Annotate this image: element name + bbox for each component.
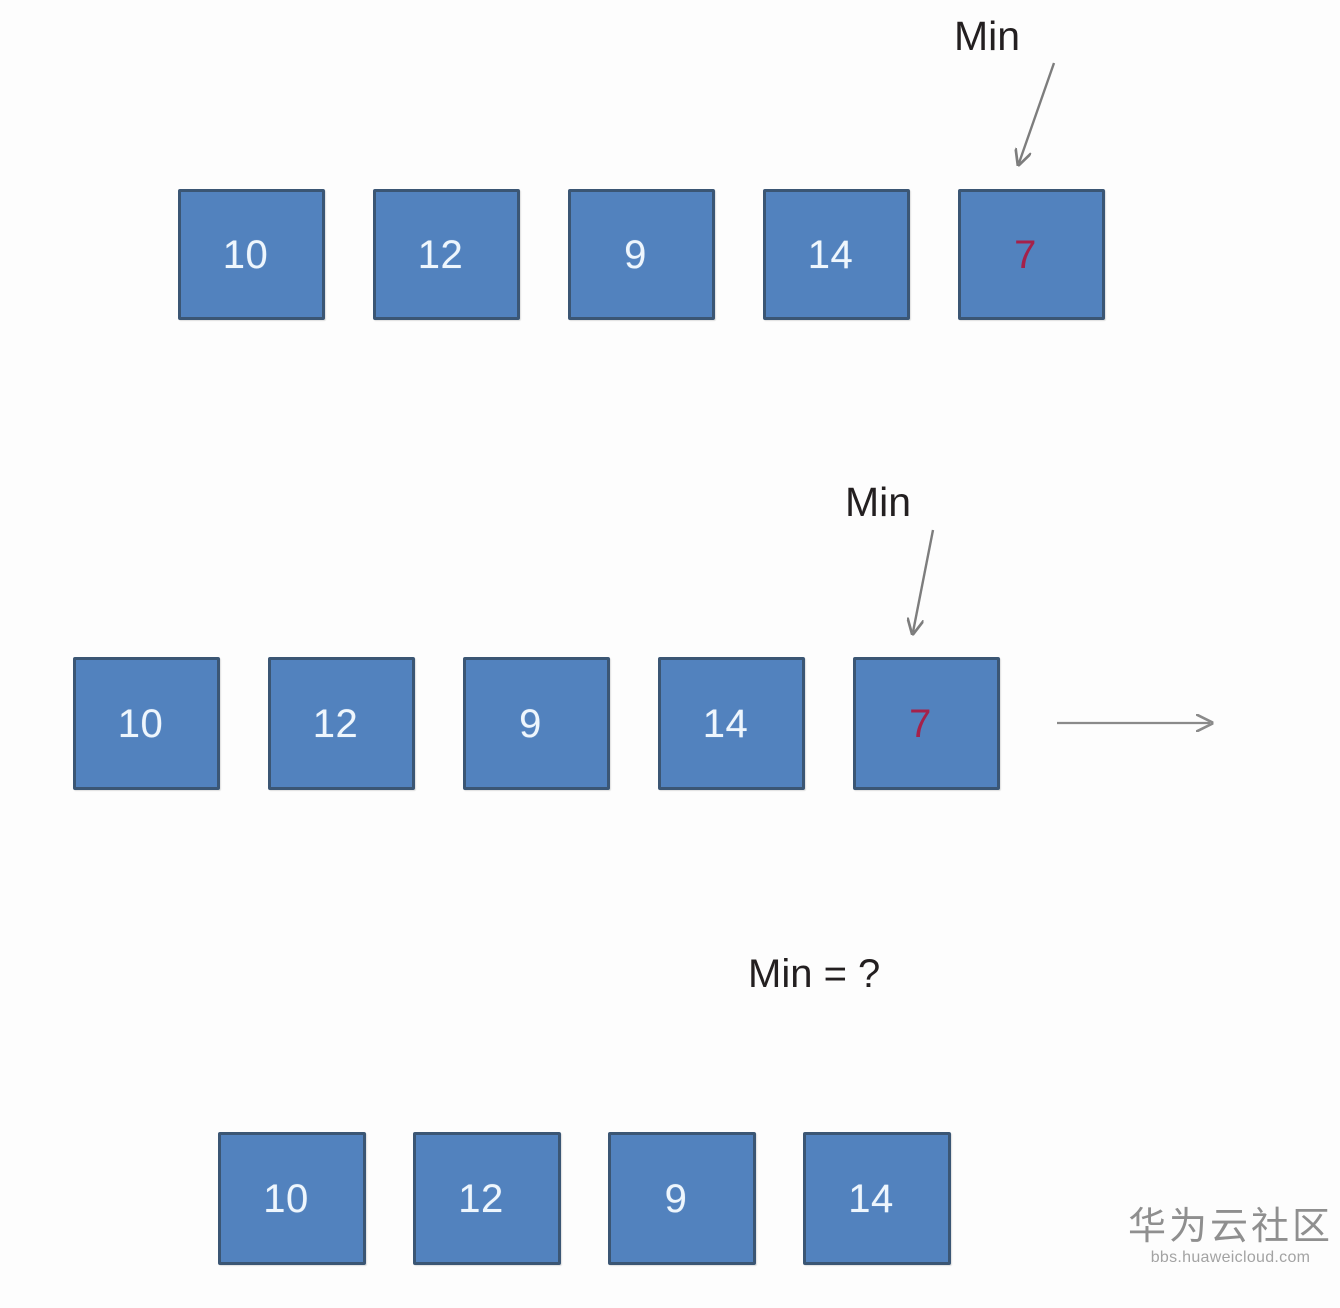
- array-cell[interactable]: 9: [608, 1132, 756, 1265]
- min-label-stage-2: Min: [845, 479, 912, 525]
- array-cell[interactable]: 9: [463, 657, 610, 790]
- cell-value: 12: [312, 701, 359, 746]
- array-cell[interactable]: 10: [178, 189, 325, 320]
- array-cell[interactable]: 10: [73, 657, 220, 790]
- cell-value: 10: [117, 701, 164, 746]
- cell-value: 14: [702, 701, 749, 746]
- min-question-label: Min = ?: [748, 952, 881, 996]
- cell-value: 10: [222, 232, 269, 277]
- array-cell-min[interactable]: 7: [853, 657, 1000, 790]
- cell-value: 10: [263, 1176, 309, 1221]
- cell-value-min: 7: [909, 701, 932, 746]
- array-cell[interactable]: 12: [413, 1132, 561, 1265]
- array-cell[interactable]: 14: [763, 189, 910, 320]
- array-cell-min[interactable]: 7: [958, 189, 1105, 320]
- array-row-stage-3: 10 12 9 14: [218, 1132, 951, 1265]
- array-cell[interactable]: 14: [803, 1132, 951, 1265]
- cell-value: 9: [519, 701, 542, 746]
- cell-value-min: 7: [1014, 232, 1037, 277]
- right-arrow-icon-flow: [1057, 700, 1230, 745]
- watermark: 华为云社区 bbs.huaweicloud.com: [1128, 1206, 1334, 1269]
- array-cell[interactable]: 12: [373, 189, 520, 320]
- watermark-url: bbs.huaweicloud.com: [1150, 1248, 1311, 1266]
- cell-value: 14: [807, 232, 854, 277]
- down-arrow-icon-stage-1: [990, 62, 1056, 180]
- cell-value: 12: [458, 1176, 504, 1221]
- array-cell[interactable]: 14: [658, 657, 805, 790]
- array-cell[interactable]: 10: [218, 1132, 366, 1265]
- cell-value: 9: [664, 1176, 688, 1221]
- array-cell[interactable]: 12: [268, 657, 415, 790]
- min-label-stage-1: Min: [954, 13, 1021, 59]
- cell-value: 12: [417, 232, 464, 277]
- down-arrow-icon-stage-2: [880, 529, 935, 647]
- cell-value: 14: [848, 1176, 894, 1221]
- cell-value: 9: [624, 232, 647, 277]
- array-row-stage-1: 10 12 9 14 7: [178, 189, 1105, 320]
- array-cell[interactable]: 9: [568, 189, 715, 320]
- watermark-brand: 华为云社区: [1128, 1206, 1334, 1248]
- array-row-stage-2: 10 12 9 14 7: [73, 657, 1000, 790]
